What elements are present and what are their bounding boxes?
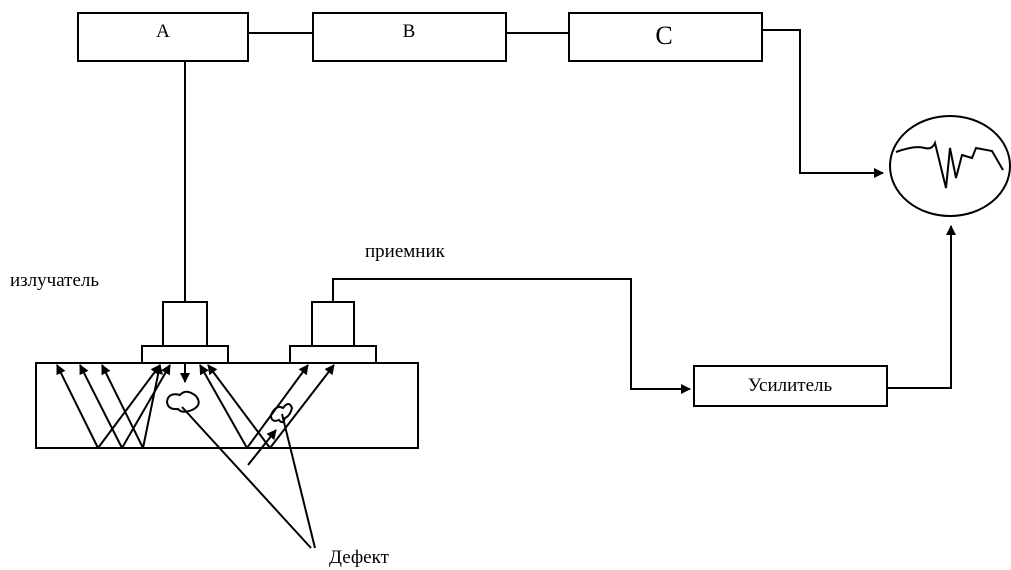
defect-label: Дефект	[329, 547, 390, 568]
amplifier-block: Усилитель	[693, 365, 888, 407]
defect-pointer-2	[281, 413, 316, 549]
receiver-label: приемник	[365, 241, 446, 262]
block-a: A	[77, 12, 249, 62]
emitter-label: излучатель	[10, 270, 99, 291]
defect-shape-2	[269, 403, 294, 424]
connector-amplifier-oscilloscope	[887, 225, 956, 389]
receiver-transducer	[289, 301, 377, 364]
connector-c-oscilloscope	[762, 29, 884, 178]
defect-shape-1	[165, 390, 200, 413]
ultrasonic-rays	[56, 363, 335, 466]
block-c: C	[568, 12, 763, 62]
block-b-label: B	[403, 21, 416, 42]
block-c-label: C	[655, 21, 672, 50]
amplifier-label: Усилитель	[748, 375, 833, 396]
test-specimen	[35, 362, 419, 449]
block-a-label: A	[156, 21, 170, 42]
emitter-transducer	[141, 301, 229, 364]
connector-receiver-amplifier	[332, 278, 691, 394]
defect-pointer-1	[181, 406, 312, 549]
oscilloscope-screen-icon	[889, 115, 1011, 217]
block-b: B	[312, 12, 507, 62]
